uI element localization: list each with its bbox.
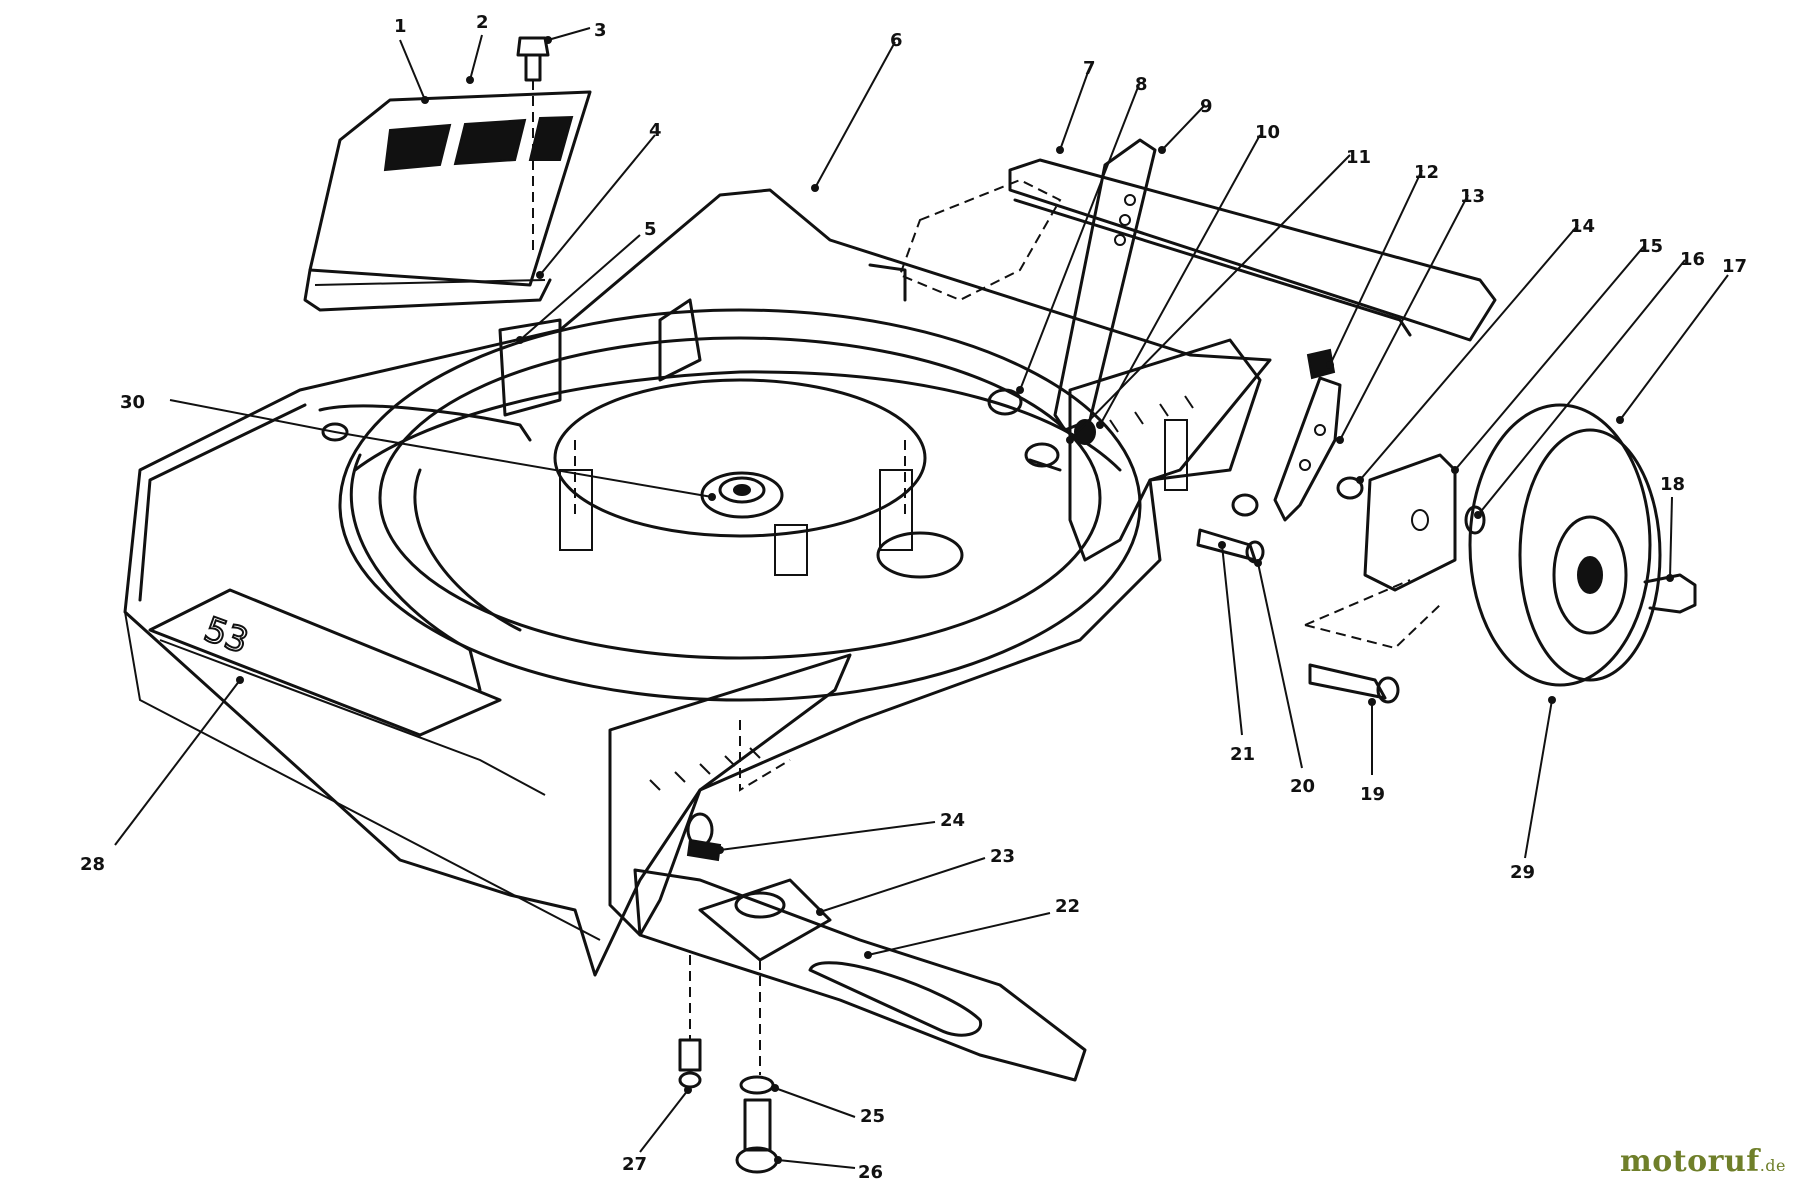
callout-23: 23: [990, 846, 1015, 867]
callout-18: 18: [1660, 474, 1685, 495]
watermark-brand: motoruf: [1620, 1144, 1760, 1179]
callout-14: 14: [1570, 216, 1595, 237]
height-lever: [1273, 348, 1342, 522]
callout-29: 29: [1510, 862, 1535, 883]
wheel-bracket: [1304, 453, 1486, 650]
loose-bolts: [1196, 493, 1400, 704]
blade-assembly: [633, 838, 1087, 1082]
rear-flap: [898, 158, 1497, 342]
callout-13: 13: [1460, 186, 1485, 207]
callout-11: 11: [1346, 147, 1371, 168]
callout-7: 7: [1083, 58, 1096, 79]
discharge-cover-assembly: [303, 36, 592, 442]
callout-leaders: [114, 27, 1729, 1169]
callout-1: 1: [394, 16, 407, 37]
watermark-logo: motoruf.de: [1620, 1144, 1786, 1179]
callout-9: 9: [1200, 96, 1213, 117]
axle-hardware: [987, 388, 1096, 472]
callout-8: 8: [1135, 74, 1148, 95]
callout-15: 15: [1638, 236, 1663, 257]
callout-16: 16: [1680, 249, 1705, 270]
watermark-tld: .de: [1759, 1156, 1786, 1175]
callout-28: 28: [80, 854, 105, 875]
callout-19: 19: [1360, 784, 1385, 805]
callout-3: 3: [594, 20, 607, 41]
callout-4: 4: [649, 120, 662, 141]
callout-5: 5: [644, 219, 657, 240]
callout-6: 6: [890, 30, 903, 51]
callout-17: 17: [1722, 256, 1747, 277]
deck-model-label: 53: [199, 610, 253, 662]
callout-labels: 1 2 3 4 5 6 7 8 9 10 11 12 13 14 15 16 1…: [80, 12, 1747, 1183]
callout-2: 2: [476, 12, 489, 33]
callout-21: 21: [1230, 744, 1255, 765]
callout-24: 24: [940, 810, 965, 831]
callout-12: 12: [1414, 162, 1439, 183]
rear-axle-bar: [1053, 138, 1157, 432]
callout-10: 10: [1255, 122, 1280, 143]
height-adjuster-rear: [1068, 338, 1262, 562]
callout-25: 25: [860, 1106, 885, 1127]
callout-27: 27: [622, 1154, 647, 1175]
blade-bolt-set: [678, 1038, 779, 1174]
height-adjuster-front: [608, 653, 852, 937]
callout-30: 30: [120, 392, 145, 413]
callout-26: 26: [858, 1162, 883, 1183]
callout-20: 20: [1290, 776, 1315, 797]
callout-22: 22: [1055, 896, 1080, 917]
rear-wheel: [1468, 403, 1697, 687]
